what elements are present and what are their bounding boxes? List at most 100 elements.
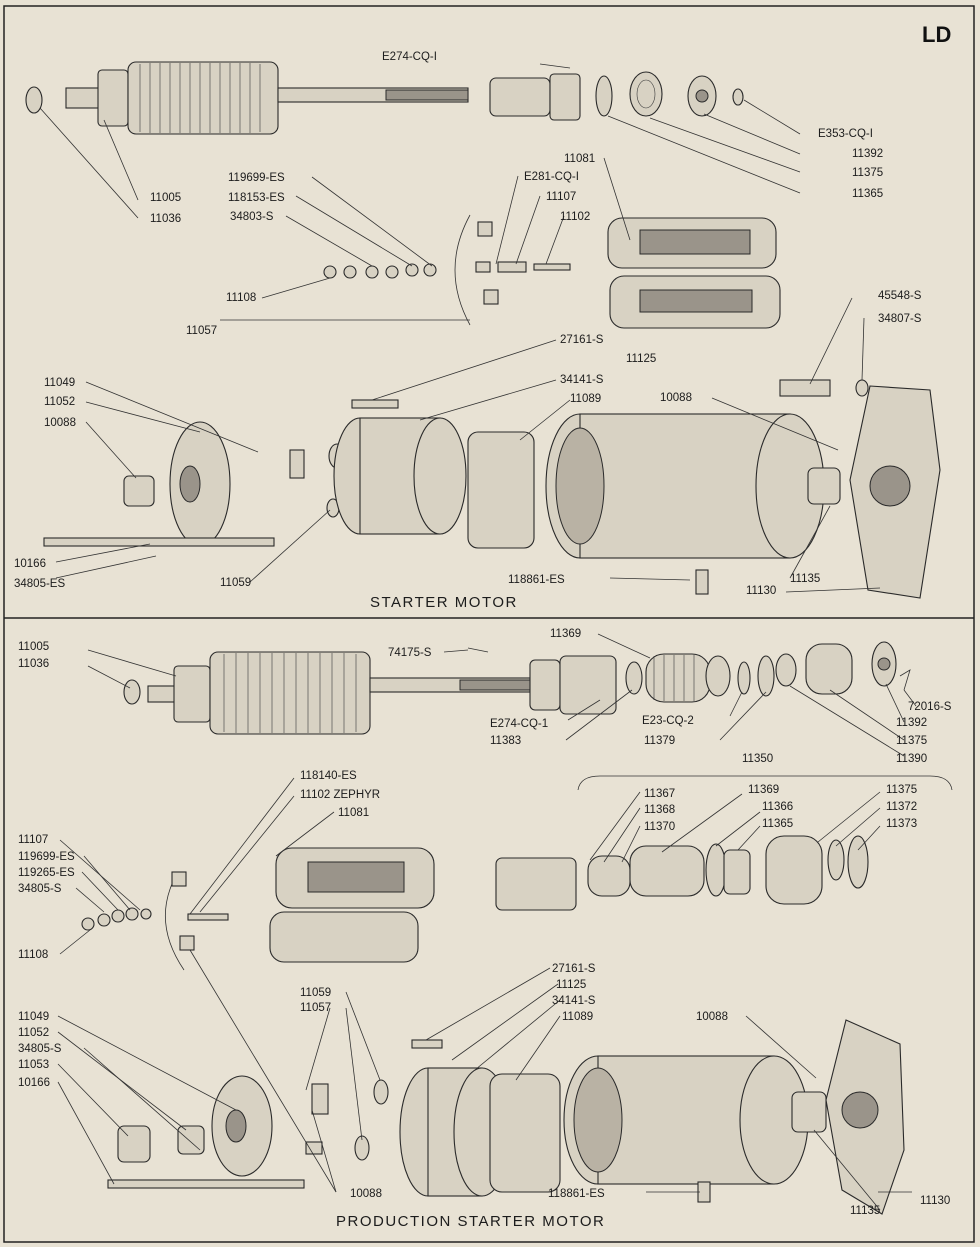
pole-shoe-bottom	[489, 1073, 561, 1193]
bottom-part-label-35: 10088	[350, 1188, 382, 1200]
bottom-part-label-29: 27161-S	[552, 963, 596, 975]
through-bolt-bottom	[107, 1179, 305, 1189]
washer-11383	[625, 661, 643, 695]
bottom-part-label-7: 11390	[896, 753, 927, 765]
bottom-part-label-22: 11370	[644, 821, 675, 833]
spring-11369-bottom	[645, 653, 711, 703]
brush-11057	[289, 449, 305, 479]
brush-a	[477, 221, 493, 237]
bottom-part-label-19: 11108	[18, 949, 48, 961]
washer-11379	[757, 655, 775, 697]
bottom-part-label-44: 11135	[850, 1205, 880, 1217]
bottom-part-label-16: 119699-ES	[18, 851, 75, 863]
top-part-label-10: 118153-ES	[228, 192, 285, 204]
bottom-part-label-34: 11057	[300, 1002, 331, 1014]
drive-group-11350	[495, 835, 869, 911]
field-coils-top	[607, 217, 781, 329]
collar-11392	[687, 75, 717, 117]
armature-bottom	[147, 651, 531, 735]
top-caption: STARTER MOTOR	[370, 594, 518, 611]
brush-bottom-a	[171, 871, 187, 887]
drive-pinion-top	[489, 73, 581, 121]
top-part-label-2: 11392	[852, 148, 883, 160]
top-part-label-15: 11057	[186, 325, 217, 337]
bottom-part-label-41: 10088	[696, 1011, 728, 1023]
top-part-label-21: 11049	[44, 377, 75, 389]
top-part-label-19: 11089	[570, 393, 601, 405]
bottom-part-label-20: 11367	[644, 788, 675, 800]
brush-bottom-b	[179, 935, 195, 951]
top-part-label-0: E274-CQ-I	[382, 51, 437, 63]
snap-ring-top	[732, 88, 744, 106]
brush-ring-bottom	[164, 871, 185, 971]
armature-top	[65, 61, 469, 135]
bottom-part-label-13: 11102 ZEPHYR	[300, 789, 380, 801]
bottom-part-label-6: 11375	[896, 735, 927, 747]
drive-end-housing-bottom	[825, 1019, 905, 1215]
bottom-part-label-31: 34141-S	[552, 995, 596, 1007]
top-part-label-12: 11005	[150, 192, 181, 204]
spring-11375	[629, 71, 663, 117]
bottom-part-label-8: E274-CQ-1	[490, 718, 548, 730]
top-part-label-14: 11108	[226, 292, 256, 304]
bottom-part-label-42: 118861-ES	[548, 1188, 605, 1200]
top-part-label-9: 119699-ES	[228, 172, 285, 184]
commutator-end-plate-top	[169, 421, 231, 547]
bottom-part-label-23: 11369	[748, 784, 779, 796]
top-part-label-5: 11081	[564, 153, 595, 165]
page-border	[3, 5, 975, 1243]
hardware-row-bottom	[81, 907, 152, 931]
top-part-label-23: 10088	[44, 417, 76, 429]
top-part-label-29: 118861-ES	[508, 574, 565, 586]
corner-code: LD	[922, 22, 951, 47]
top-part-label-31: 11130	[746, 585, 776, 597]
group-label-11350: 11350	[742, 753, 773, 765]
terminal-stud	[533, 263, 571, 271]
bottom-part-label-3: 74175-S	[388, 647, 432, 659]
bottom-part-label-12: 118140-ES	[300, 770, 357, 782]
top-part-label-20: 10088	[660, 392, 692, 404]
bottom-part-label-15: 11107	[18, 834, 48, 846]
washer-bottom	[123, 679, 141, 705]
screw-118861-top	[695, 569, 709, 595]
washer-11365	[595, 75, 613, 117]
top-part-label-27: 34805-ES	[14, 578, 65, 590]
bushing-11135	[807, 467, 841, 505]
bushing-11053	[117, 1125, 151, 1163]
bottom-part-label-17: 119265-ES	[18, 867, 75, 879]
top-part-label-28: 11059	[220, 577, 251, 589]
drive-pinion-bottom	[529, 655, 617, 715]
bottom-part-label-21: 11368	[644, 804, 675, 816]
top-part-label-16: 27161-S	[560, 334, 604, 346]
top-part-label-11: 34803-S	[230, 211, 274, 223]
brush-bottom-d	[305, 1141, 323, 1155]
bushing-bottom	[791, 1091, 827, 1133]
field-frame-top	[545, 413, 825, 559]
bottom-part-label-40: 10166	[18, 1077, 50, 1089]
top-part-label-4: 11365	[852, 188, 883, 200]
key-74175	[467, 647, 489, 653]
spring-11375-bottom	[805, 643, 853, 695]
bottom-part-label-26: 11375	[886, 784, 917, 796]
field-coils-bottom	[269, 847, 435, 963]
bushing-11052-bottom	[177, 1125, 205, 1155]
gear-sleeve	[705, 655, 731, 697]
cotter-pin	[899, 669, 911, 691]
through-bolt-top	[43, 537, 275, 547]
bottom-part-label-11: 11379	[644, 735, 675, 747]
bottom-part-label-0: 11369	[550, 628, 581, 640]
top-part-label-24: 45548-S	[878, 290, 922, 302]
bottom-part-label-30: 11125	[556, 979, 586, 991]
top-part-label-13: 11036	[150, 213, 181, 225]
bottom-part-label-37: 11052	[18, 1027, 49, 1039]
bottom-caption: PRODUCTION STARTER MOTOR	[336, 1213, 605, 1230]
bottom-part-label-36: 11049	[18, 1011, 49, 1023]
commutator-end-plate-bottom	[211, 1075, 273, 1177]
leader-lines	[39, 63, 917, 1211]
top-part-label-25: 34807-S	[878, 313, 922, 325]
brush-c	[475, 261, 491, 273]
bottom-part-label-43: 11130	[920, 1195, 950, 1207]
bottom-part-label-1: 11005	[18, 641, 49, 653]
